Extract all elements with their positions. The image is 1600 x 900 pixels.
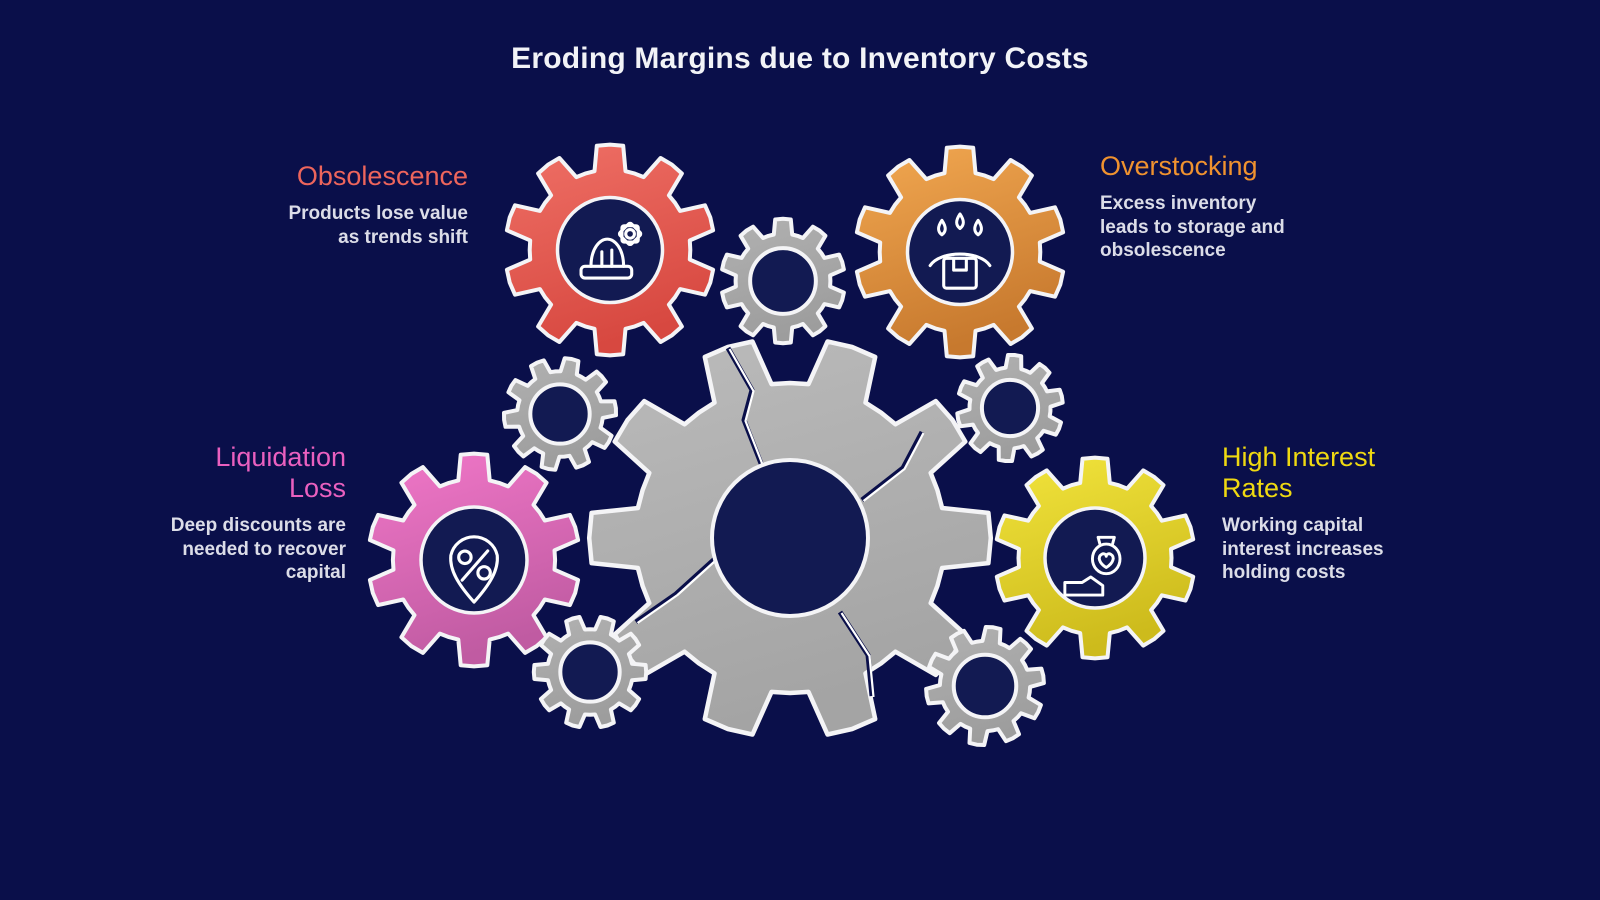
discount-pin-icon [449,535,499,604]
money-bag-hand-icon [1063,535,1122,597]
overstocking-heading: Overstocking [1100,151,1258,181]
gear-liquidation-loss [367,451,581,669]
small-gray-gear [531,615,649,729]
small-gray-gear [955,353,1065,463]
small-gray-gear [720,216,846,346]
obsolescence-heading: Obsolescence [296,161,468,191]
hard-hat-gear-icon [579,221,643,280]
small-gray-gear [924,625,1046,747]
sweating-package-icon [928,212,992,290]
gear-obsolescence [504,142,716,358]
gear-high-interest-rates [994,455,1196,661]
small-gray-gear [502,356,618,472]
page-title: Eroding Margins due to Inventory Costs [511,42,1089,75]
central-broken-gear [586,339,994,737]
gear-overstocking [854,144,1066,360]
